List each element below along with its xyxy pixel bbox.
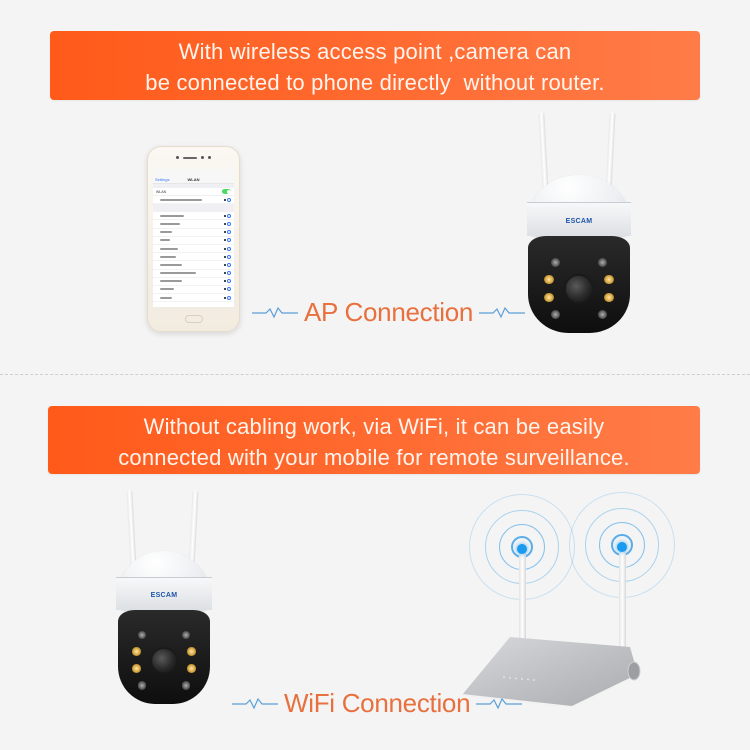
- pulse-wave-icon: [232, 697, 278, 709]
- lock-icon: [224, 239, 226, 242]
- lock-icon: [224, 263, 226, 266]
- wlan-toggle-row: WLAN: [153, 188, 234, 196]
- wifi-info-banner: Without cabling work, via WiFi, it can b…: [48, 406, 700, 474]
- info-icon: [227, 262, 231, 267]
- router-body: [462, 637, 641, 709]
- info-icon: [227, 238, 231, 243]
- network-list-item: [153, 245, 234, 254]
- wlan-label: WLAN: [156, 189, 167, 194]
- camera-brand-logo: ESCAM: [565, 218, 593, 226]
- choose-network-header: [153, 204, 234, 213]
- ap-connection-caption: AP Connection: [248, 297, 529, 328]
- router-antenna-right: [619, 547, 626, 665]
- wifi-caption-label: WiFi Connection: [284, 688, 471, 718]
- signal-tip-icon: [617, 542, 627, 552]
- phone-nav-bar: Settings WLAN: [153, 175, 234, 184]
- home-button-icon: [184, 315, 203, 323]
- network-list-item: [153, 294, 234, 303]
- info-icon: [227, 213, 231, 218]
- ap-banner-line-2: be connected to phone directly without r…: [145, 70, 605, 95]
- pulse-wave-icon: [252, 306, 298, 318]
- wifi-banner-line-1: Without cabling work, via WiFi, it can b…: [143, 414, 605, 439]
- network-list-item: [153, 229, 234, 237]
- network-list-item: [153, 253, 234, 262]
- lock-icon: [224, 288, 226, 291]
- pulse-wave-icon: [476, 697, 523, 709]
- camera-front-housing: [528, 236, 630, 334]
- info-icon: [227, 197, 231, 202]
- info-icon: [227, 295, 231, 300]
- camera-brand-logo: ESCAM: [150, 592, 178, 600]
- settings-back-link: Settings: [155, 177, 170, 182]
- section-divider: [0, 374, 750, 375]
- info-icon: [227, 287, 231, 292]
- camera-lens-icon: [563, 273, 595, 304]
- network-list-item: [153, 237, 234, 245]
- camera-lens-icon: [150, 646, 178, 675]
- lock-icon: [224, 231, 226, 234]
- lock-icon: [224, 247, 226, 250]
- connected-network-row: [153, 196, 234, 205]
- phone-status-bar: [153, 169, 234, 175]
- lock-icon: [224, 280, 226, 283]
- network-list: [153, 212, 234, 303]
- ap-banner-line-1: With wireless access point ,camera can: [178, 39, 572, 64]
- pulse-wave-icon: [479, 306, 526, 318]
- ptz-camera-illustration: ESCAM: [520, 111, 638, 338]
- phone-earpiece: [148, 156, 239, 159]
- ap-caption-label: AP Connection: [304, 297, 474, 327]
- wlan-title: WLAN: [187, 177, 200, 182]
- info-icon: [227, 271, 231, 276]
- wifi-banner-line-2: connected with your mobile for remote su…: [118, 445, 630, 470]
- info-icon: [227, 230, 231, 235]
- info-icon: [227, 254, 231, 259]
- info-icon: [227, 221, 231, 226]
- info-icon: [227, 279, 231, 284]
- ptz-camera-illustration: ESCAM: [110, 489, 218, 708]
- lock-icon: [224, 255, 226, 258]
- info-icon: [227, 246, 231, 251]
- network-list-item: [153, 286, 234, 295]
- smartphone-illustration: Settings WLAN WLAN: [147, 146, 240, 332]
- lock-icon: [224, 222, 226, 225]
- network-list-item: [153, 261, 234, 270]
- lock-icon: [224, 214, 226, 217]
- wifi-router-illustration: [462, 485, 732, 709]
- wifi-connection-caption: WiFi Connection: [228, 688, 526, 719]
- ap-info-banner: With wireless access point ,camera can b…: [50, 31, 700, 100]
- wlan-toggle-icon: [222, 189, 231, 194]
- router-antenna-left: [519, 549, 526, 647]
- network-list-item: [153, 212, 234, 221]
- network-list-item: [153, 270, 234, 278]
- lock-icon: [224, 272, 226, 275]
- network-list-item: [153, 220, 234, 229]
- camera-front-housing: [117, 609, 211, 704]
- phone-wlan-screen: Settings WLAN WLAN: [153, 169, 234, 307]
- lock-icon: [224, 296, 226, 299]
- signal-tip-icon: [517, 544, 527, 554]
- network-list-item: [153, 278, 234, 286]
